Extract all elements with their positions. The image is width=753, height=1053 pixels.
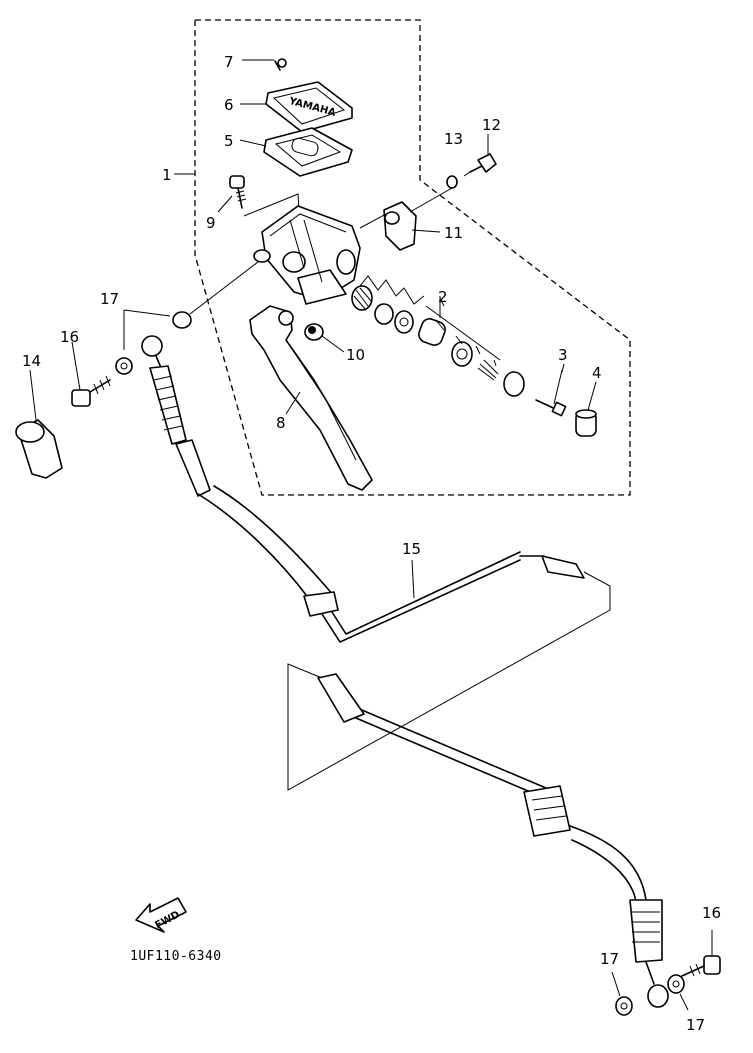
leader-17-right <box>679 993 689 1011</box>
label-6: 6 <box>224 96 234 114</box>
part-17-washer-right <box>667 974 685 994</box>
label-9: 9 <box>206 214 216 232</box>
part-5-diaphragm <box>263 127 353 177</box>
part-8-lever <box>249 305 373 491</box>
part-9-bolt <box>229 175 247 209</box>
leader-8 <box>285 391 301 415</box>
leader-10 <box>321 335 345 353</box>
part-17-washer-bottom <box>615 996 633 1016</box>
label-15: 15 <box>402 540 421 558</box>
leader-3 <box>561 363 565 373</box>
upper-hose <box>141 335 585 643</box>
leader-17-bottom <box>611 971 621 997</box>
part-17-washer-top <box>172 311 192 329</box>
part-14-cap <box>15 419 63 479</box>
label-14: 14 <box>22 352 41 370</box>
leader-2 <box>439 297 445 307</box>
label-17-bottom: 17 <box>600 950 619 968</box>
leader-17-top <box>189 261 259 315</box>
forward-arrow-icon: FWD <box>135 897 187 933</box>
leader-14 <box>29 369 37 421</box>
label-2: 2 <box>438 288 448 306</box>
leader-5 <box>239 139 267 147</box>
lower-hose <box>317 673 669 1008</box>
part-17-washer-left <box>115 357 133 375</box>
label-17-top: 17 <box>100 290 119 308</box>
part-16-union-bolt-bottom <box>681 955 721 977</box>
label-12: 12 <box>482 116 501 134</box>
master-cylinder-body <box>253 205 361 305</box>
part-4-boot <box>575 409 597 437</box>
leader-17-bracket <box>123 309 171 350</box>
leader-4 <box>587 381 597 411</box>
connector-plane <box>287 571 611 791</box>
label-7: 7 <box>224 53 234 71</box>
label-10: 10 <box>346 346 365 364</box>
part-16-union-bolt-top <box>71 375 111 407</box>
diagram-code: 1UF110-6340 <box>130 949 222 964</box>
label-8: 8 <box>276 414 286 432</box>
leader-16-top <box>71 341 81 391</box>
leader-11 <box>359 213 387 229</box>
part-10-nut <box>304 323 324 341</box>
label-13: 13 <box>444 130 463 148</box>
label-16-bottom: 16 <box>702 904 721 922</box>
part-13-washer <box>446 175 458 189</box>
label-3: 3 <box>558 346 568 364</box>
part-6-reservoir-cap: YAMAHA <box>265 81 353 133</box>
label-17-right: 17 <box>686 1016 705 1034</box>
label-16-top: 16 <box>60 328 79 346</box>
leader-9 <box>217 195 233 213</box>
part-2-piston-kit <box>351 275 525 397</box>
leader-15 <box>411 559 415 599</box>
part-3-pushrod <box>535 369 567 417</box>
part-12-bolt <box>463 153 497 177</box>
label-5: 5 <box>224 132 234 150</box>
label-4: 4 <box>592 364 602 382</box>
part-7-screw <box>274 58 287 71</box>
leader-12-13 <box>409 187 453 213</box>
part-11-clamp <box>383 201 441 251</box>
label-11: 11 <box>444 224 463 242</box>
label-1: 1 <box>162 166 172 184</box>
assembly-outline <box>194 19 631 496</box>
